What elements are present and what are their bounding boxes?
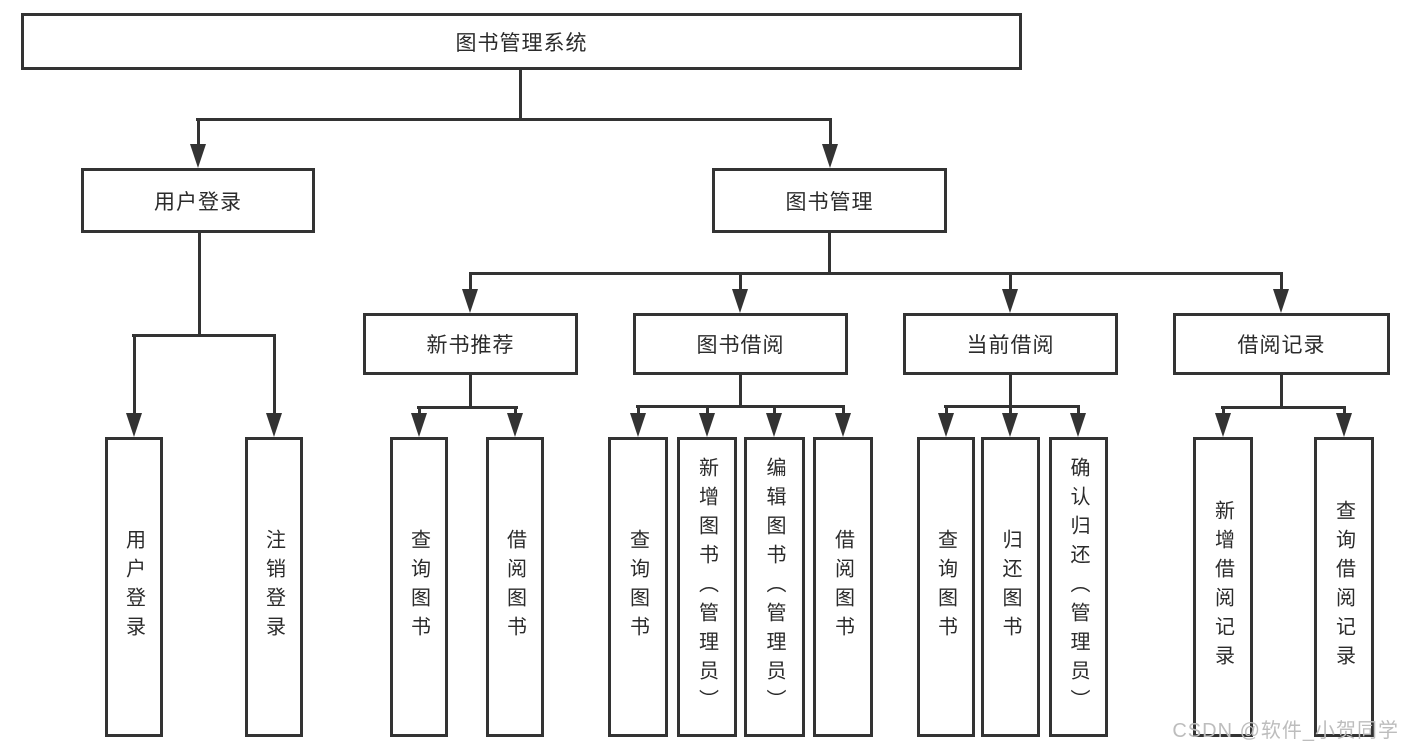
connector-user-login-crossbar — [132, 334, 276, 337]
node-library-management-system: 图书管理系统 — [21, 13, 1022, 70]
arrow-down-icon — [766, 413, 782, 437]
leaf-query-books-current: 查询图书 — [917, 437, 975, 737]
connector-new-book-stem — [469, 374, 472, 408]
node-label: 用户登录 — [154, 190, 242, 214]
arrow-down-icon — [507, 413, 523, 437]
leaf-borrow-books-recommend: 借阅图书 — [486, 437, 544, 737]
connector-drop-leaf — [637, 405, 640, 417]
leaf-label: 借阅图书 — [831, 529, 854, 645]
node-label: 图书管理 — [785, 190, 874, 214]
arrow-down-icon — [1002, 289, 1018, 313]
leaf-label: 确认归还（管理员） — [1067, 456, 1089, 718]
leaf-label: 归还图书 — [999, 529, 1021, 645]
leaf-label: 查询借阅记录 — [1332, 500, 1355, 674]
arrow-down-icon — [126, 413, 142, 437]
connector-drop-leaf — [1222, 406, 1225, 417]
leaf-label: 新增借阅记录 — [1211, 500, 1234, 674]
leaf-borrow-books-borrowing: 借阅图书 — [813, 437, 873, 737]
arrow-down-icon — [938, 413, 954, 437]
leaf-add-borrow-record: 新增借阅记录 — [1193, 437, 1253, 737]
arrow-down-icon — [630, 413, 646, 437]
connector-user-login-stem — [198, 231, 201, 336]
leaf-label: 注销登录 — [262, 529, 285, 645]
connector-current-borrow-stem — [1009, 374, 1012, 407]
connector-drop-leaf — [1009, 405, 1012, 417]
connector-drop-book-management — [829, 118, 832, 148]
arrow-down-icon — [1273, 289, 1289, 313]
node-label: 借阅记录 — [1237, 334, 1326, 357]
connector-book-management-stem — [828, 231, 831, 274]
leaf-return-books: 归还图书 — [981, 437, 1040, 737]
arrow-down-icon — [1002, 413, 1018, 437]
node-current-borrowing: 当前借阅 — [903, 313, 1118, 375]
arrow-down-icon — [266, 413, 282, 437]
connector-drop-leaf — [1343, 406, 1346, 417]
leaf-label: 编辑图书（管理员） — [763, 456, 785, 718]
leaf-user-login: 用户登录 — [105, 437, 163, 737]
leaf-label: 新增图书（管理员） — [695, 456, 718, 718]
leaf-edit-book-admin: 编辑图书（管理员） — [744, 437, 805, 737]
connector-drop-leaf — [706, 405, 709, 417]
connector-drop-book-borrow — [739, 272, 742, 292]
node-label: 图书借阅 — [696, 334, 785, 357]
connector-drop-borrow-records — [1280, 272, 1283, 292]
leaf-label: 查询图书 — [407, 529, 430, 645]
arrow-down-icon — [462, 289, 478, 313]
leaf-label: 借阅图书 — [503, 529, 526, 645]
node-new-book-recommendation: 新书推荐 — [363, 313, 578, 375]
arrow-down-icon — [835, 413, 851, 437]
leaf-label: 查询图书 — [934, 529, 957, 645]
connector-drop-new-book — [469, 272, 472, 292]
connector-drop-leaf — [514, 406, 517, 417]
connector-root-crossbar — [196, 118, 832, 121]
arrow-down-icon — [732, 289, 748, 313]
connector-drop-leaf — [842, 405, 845, 417]
node-label: 新书推荐 — [426, 334, 515, 357]
connector-drop-leaf — [418, 406, 421, 417]
connector-book-management-crossbar — [469, 272, 1283, 275]
connector-drop-leaf — [945, 405, 948, 417]
connector-new-book-crossbar — [417, 406, 518, 409]
connector-drop-user-login — [197, 118, 200, 148]
node-borrowing-records: 借阅记录 — [1173, 313, 1390, 375]
connector-borrow-records-stem — [1280, 374, 1283, 408]
node-label: 图书管理系统 — [455, 31, 588, 55]
arrow-down-icon — [1336, 413, 1352, 437]
leaf-query-borrow-record: 查询借阅记录 — [1314, 437, 1374, 737]
arrow-down-icon — [190, 144, 206, 168]
arrow-down-icon — [822, 144, 838, 168]
node-book-borrowing: 图书借阅 — [633, 313, 848, 375]
connector-book-borrow-crossbar — [636, 405, 845, 408]
connector-drop-leaf — [773, 405, 776, 417]
leaf-query-books-recommend: 查询图书 — [390, 437, 448, 737]
connector-borrow-records-crossbar — [1221, 406, 1346, 409]
node-book-management: 图书管理 — [712, 168, 947, 233]
connector-current-borrow-crossbar — [944, 405, 1080, 408]
arrow-down-icon — [411, 413, 427, 437]
leaf-confirm-return-admin: 确认归还（管理员） — [1049, 437, 1108, 737]
arrow-down-icon — [1215, 413, 1231, 437]
csdn-watermark: CSDN @软件_小贺同学 — [1172, 720, 1399, 742]
connector-drop-leaf — [273, 334, 276, 417]
connector-root-stem — [519, 68, 522, 120]
connector-book-borrow-stem — [739, 374, 742, 407]
leaf-label: 用户登录 — [122, 529, 145, 645]
node-user-login: 用户登录 — [81, 168, 315, 233]
node-label: 当前借阅 — [966, 334, 1055, 357]
leaf-label: 查询图书 — [626, 529, 649, 645]
leaf-add-book-admin: 新增图书（管理员） — [677, 437, 737, 737]
connector-drop-leaf — [133, 334, 136, 417]
arrow-down-icon — [1070, 413, 1086, 437]
connector-drop-leaf — [1077, 405, 1080, 417]
arrow-down-icon — [699, 413, 715, 437]
leaf-query-books-borrowing: 查询图书 — [608, 437, 668, 737]
leaf-logout: 注销登录 — [245, 437, 303, 737]
connector-drop-current-borrow — [1009, 272, 1012, 292]
